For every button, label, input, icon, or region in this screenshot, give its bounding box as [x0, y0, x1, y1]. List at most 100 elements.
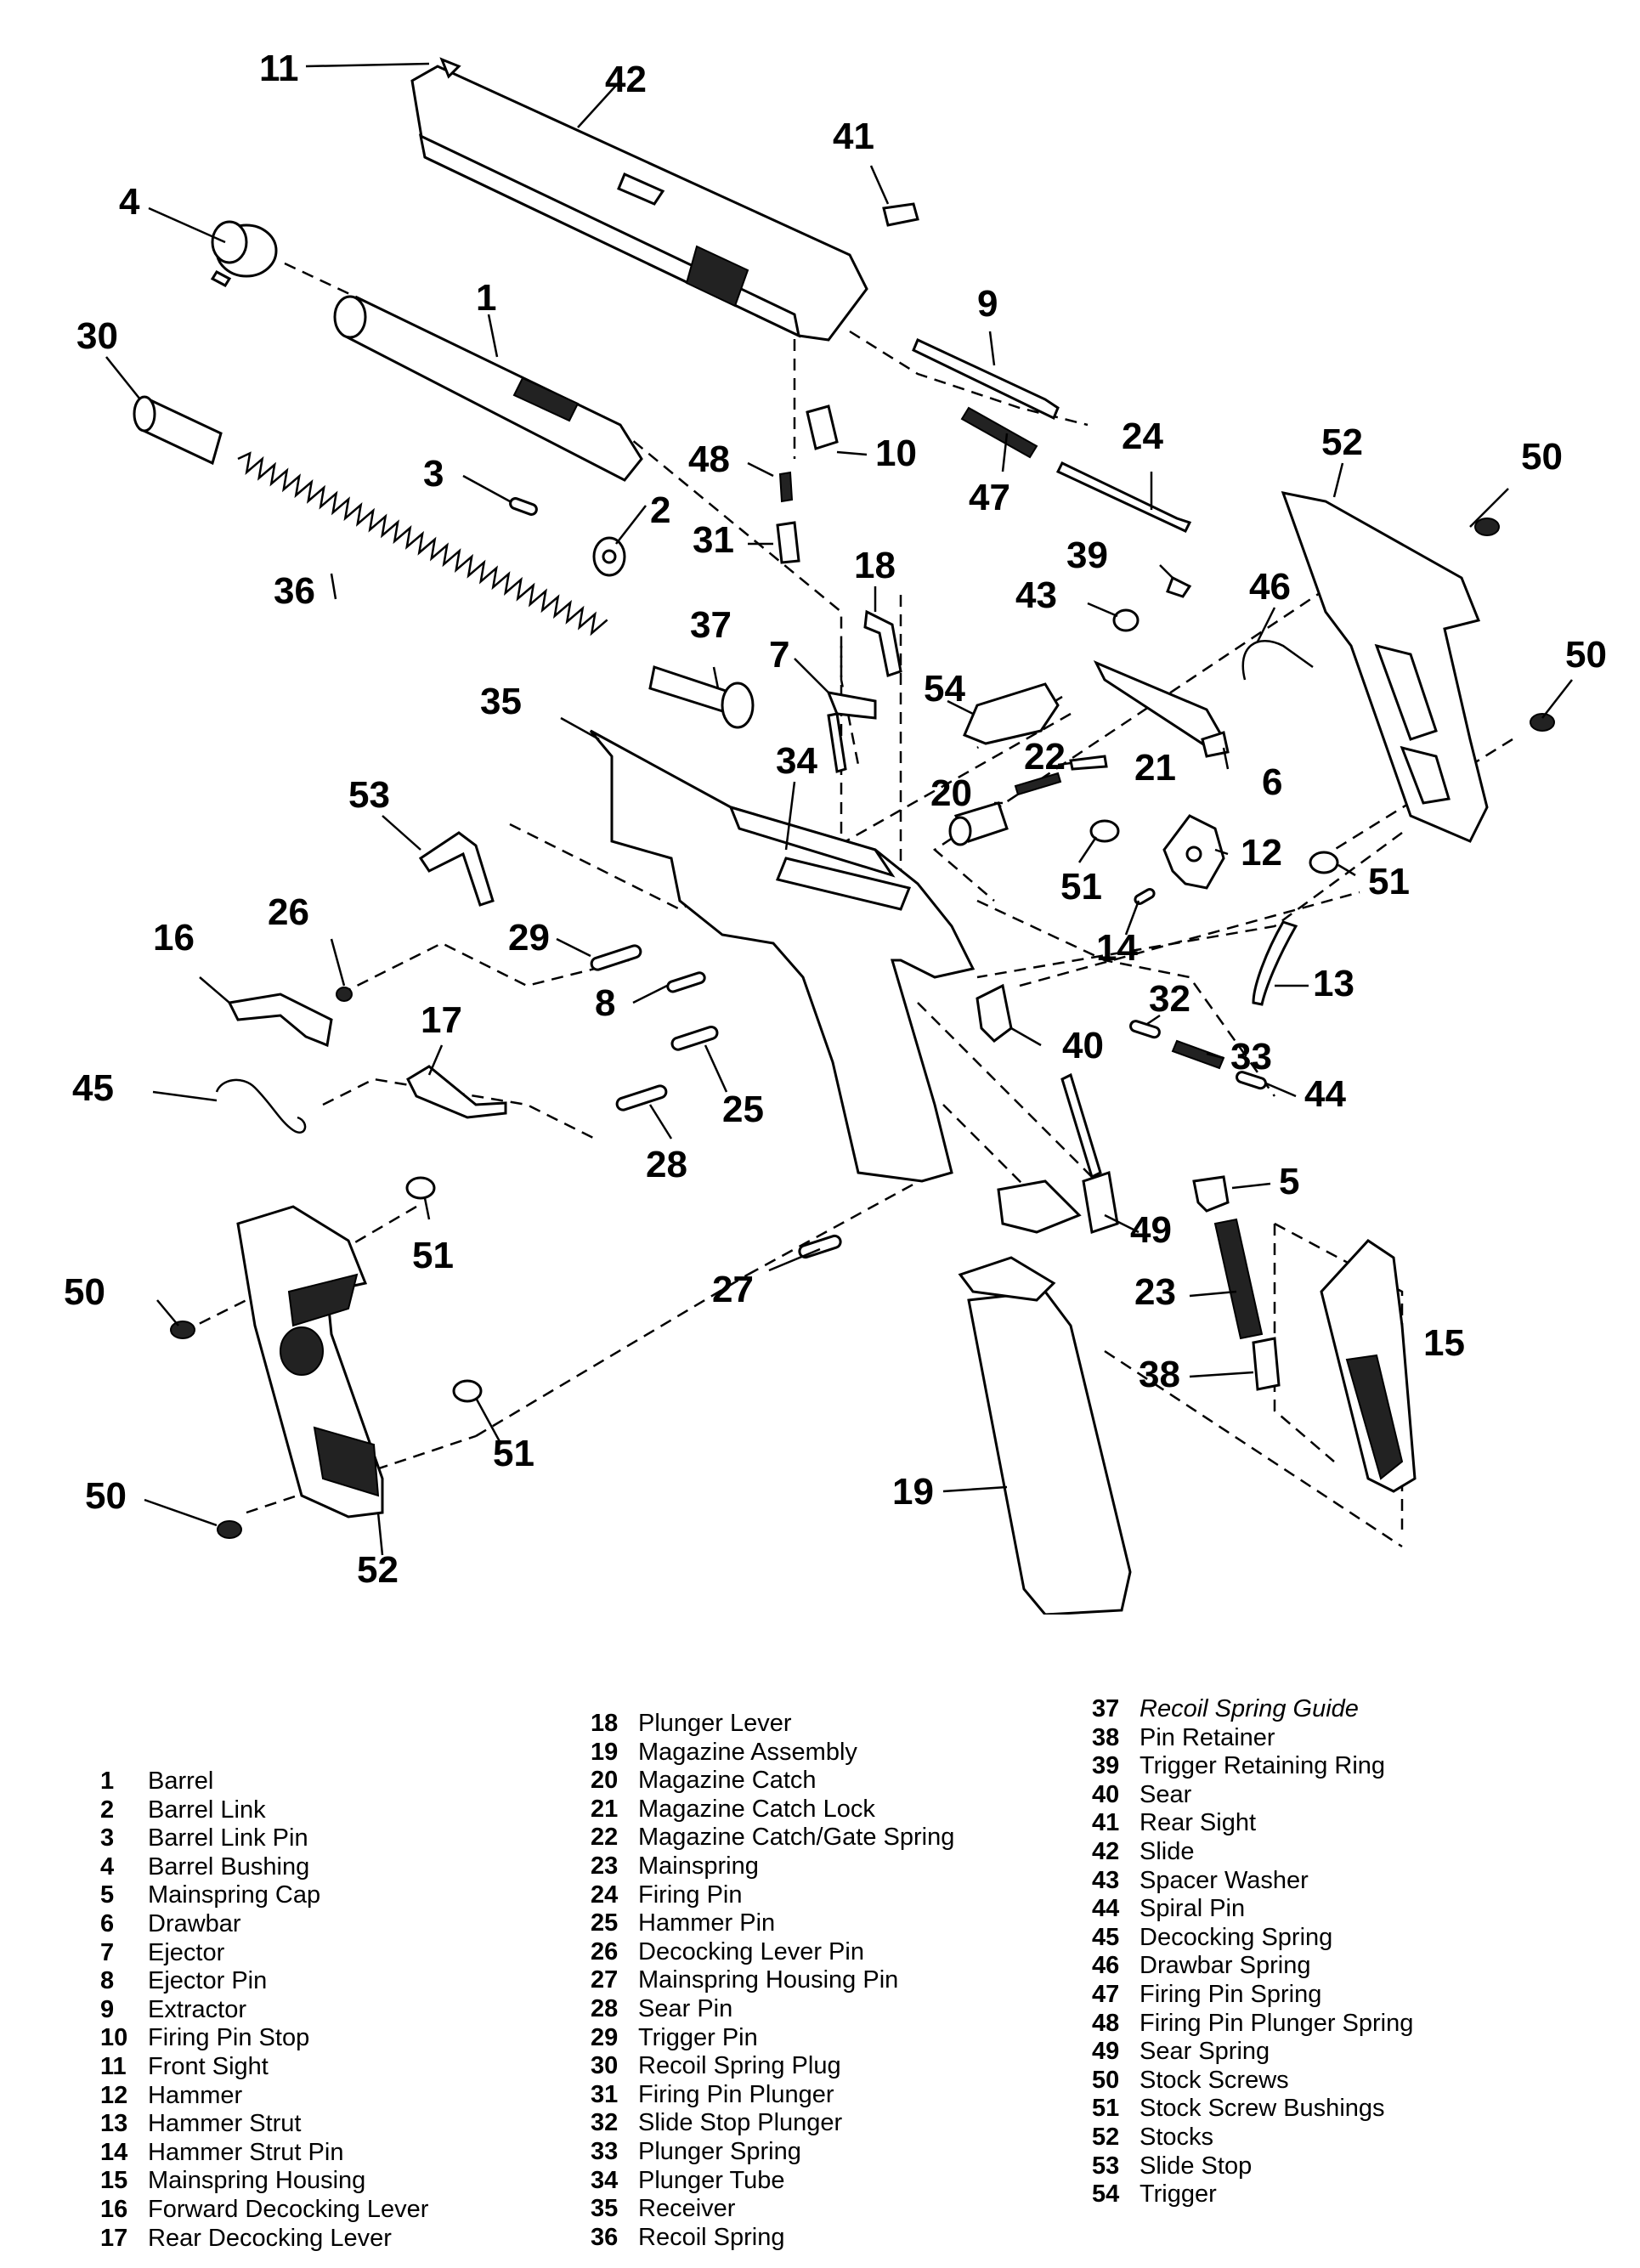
callout-39: 39	[1066, 534, 1108, 576]
callout-51-left-bottom: 51	[493, 1433, 534, 1474]
legend-label: Sear Spring	[1140, 2038, 1270, 2066]
callout-9: 9	[977, 283, 998, 325]
legend-label: Plunger Lever	[638, 1710, 792, 1737]
legend-number: 11	[100, 2052, 127, 2080]
legend-label: Plunger Spring	[638, 2137, 801, 2165]
magazine-catch-lock-21	[1069, 755, 1108, 771]
legend-label: Spacer Washer	[1140, 1866, 1309, 1894]
legend-label: Receiver	[638, 2195, 736, 2223]
recoil-spring-guide-37	[648, 665, 755, 729]
legend-label: Firing Pin Stop	[148, 2024, 310, 2052]
callout-15: 15	[1423, 1322, 1465, 1364]
plunger-lever-18	[863, 609, 902, 677]
legend-label: Recoil Spring	[638, 2223, 785, 2251]
legend-label: Mainspring	[638, 1852, 759, 1880]
legend-label: Rear Decocking Lever	[148, 2224, 392, 2252]
legend-number: 2	[100, 1796, 115, 1824]
legend-label: Firing Pin Plunger Spring	[1140, 2009, 1414, 2037]
hammer-12	[1162, 814, 1225, 890]
callout-20: 20	[930, 772, 972, 814]
callout-4: 4	[119, 181, 140, 223]
spacer-washer-43	[1112, 608, 1140, 632]
callout-19: 19	[892, 1471, 934, 1513]
sear-40	[976, 983, 1013, 1043]
legend-item: 51 Stock Screw Bushings	[1092, 2095, 1413, 2124]
callout-38: 38	[1139, 1354, 1180, 1395]
recoil-spring-36	[237, 451, 608, 636]
legend-number: 24	[591, 1881, 619, 1909]
callout-40: 40	[1062, 1025, 1104, 1066]
legend-label: Barrel Link Pin	[148, 1824, 308, 1852]
legend-number: 4	[100, 1852, 115, 1881]
slide-stop-53	[418, 831, 495, 907]
exploded-parts-diagram: 11 42 41 4 1 9 30 3 2 48 10 47 24 52 50 …	[64, 48, 1607, 1615]
callout-23: 23	[1134, 1271, 1176, 1313]
legend-number: 7	[100, 1938, 115, 1966]
legend-label: Pin Retainer	[1140, 1723, 1275, 1751]
legend-number: 15	[100, 2167, 128, 2195]
mainspring-housing-pin-27	[798, 1234, 842, 1259]
legend-label: Stock Screw Bushings	[1140, 2095, 1385, 2123]
legend-label: Barrel Bushing	[148, 1852, 310, 1881]
callout-12: 12	[1241, 832, 1282, 874]
callout-31: 31	[693, 519, 734, 561]
legend-number: 52	[1092, 2123, 1120, 2151]
callout-28: 28	[646, 1144, 687, 1185]
legend-label: Forward Decocking Lever	[148, 2195, 429, 2223]
stock-screw-bushing-51d	[452, 1379, 483, 1403]
legend-label: Sear	[1140, 1780, 1192, 1808]
callout-53: 53	[348, 774, 390, 816]
barrel-1	[333, 295, 643, 482]
legend-label: Slide	[1140, 1837, 1195, 1865]
legend-label: Magazine Catch Lock	[638, 1795, 875, 1823]
legend-number: 51	[1092, 2095, 1120, 2123]
legend-number: 22	[591, 1824, 619, 1852]
legend-number: 46	[1092, 1952, 1120, 1980]
legend-label: Ejector Pin	[148, 1967, 268, 1995]
barrel-link-2	[592, 536, 626, 577]
callout-10: 10	[875, 433, 917, 474]
callout-24: 24	[1122, 416, 1163, 457]
callout-50-top: 50	[1521, 436, 1563, 478]
callout-51-center: 51	[1060, 866, 1102, 908]
legend-number: 20	[591, 1767, 619, 1795]
callout-35: 35	[480, 681, 522, 722]
callout-22: 22	[1024, 736, 1066, 778]
ejector-7	[826, 691, 877, 773]
ejector-pin-8	[666, 971, 706, 993]
legend-label: Sear Pin	[638, 1994, 733, 2022]
legend-number: 38	[1092, 1723, 1120, 1751]
callout-54: 54	[924, 668, 965, 710]
legend-label: Extractor	[148, 1995, 247, 2023]
firing-pin-plunger-31	[776, 521, 800, 564]
callout-8: 8	[595, 982, 615, 1024]
legend-number: 9	[100, 1995, 115, 2023]
legend-number: 32	[591, 2109, 619, 2137]
legend-number: 13	[100, 2110, 128, 2138]
callout-14: 14	[1096, 927, 1138, 969]
legend-number: 34	[591, 2166, 619, 2194]
legend-label: Plunger Tube	[638, 2166, 785, 2194]
legend-label: Spiral Pin	[1140, 1895, 1246, 1923]
decocking-spring-45	[215, 1078, 307, 1134]
mainspring-23	[1213, 1218, 1264, 1340]
callout-7: 7	[769, 634, 789, 676]
callout-48: 48	[688, 438, 730, 480]
callout-49: 49	[1130, 1209, 1172, 1251]
firing-pin-plunger-spring-48	[778, 471, 794, 503]
legend-number: 14	[100, 2138, 128, 2166]
callout-43: 43	[1015, 574, 1057, 616]
